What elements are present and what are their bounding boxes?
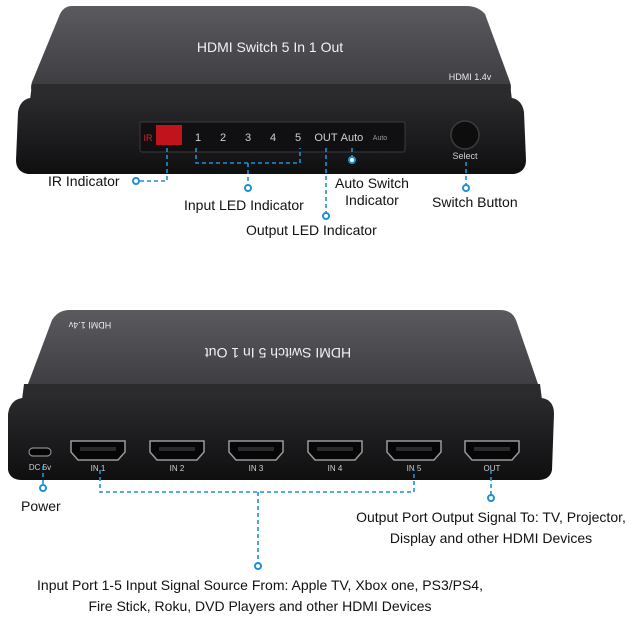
top-lid-version: HDMI 1.4v — [449, 72, 492, 82]
bottom-lid-title: HDMI Switch 5 In 1 Out — [205, 345, 351, 361]
out-mark: OUT — [314, 132, 338, 144]
hdmi-port-tongue — [238, 447, 274, 451]
input-port-line1: Input Port 1-5 Input Signal Source From:… — [37, 577, 483, 593]
bottom-lid — [27, 310, 539, 396]
ir-indicator-label: IR Indicator — [48, 173, 120, 189]
select-label: Select — [452, 151, 478, 161]
led-number-5: 5 — [295, 132, 301, 144]
leader-lines — [42, 148, 492, 564]
dc-port[interactable] — [28, 447, 52, 457]
indicator-panel — [139, 121, 406, 153]
hdmi-port-in2[interactable]: IN 2 — [149, 440, 205, 473]
select-button[interactable] — [450, 120, 480, 150]
input-port-line2: Fire Stick, Roku, DVD Players and other … — [88, 598, 432, 614]
input-led-indicator-label: Input LED Indicator — [184, 197, 304, 213]
input-port-label: Input Port 1-5 Input Signal Source From:… — [20, 575, 500, 617]
auto-switch-line2: Indicator — [345, 192, 399, 208]
led-number-2: 2 — [220, 132, 226, 144]
switch-button-dot — [462, 184, 470, 192]
hdmi-port-label: IN 1 — [91, 464, 106, 473]
hdmi-port-tongue — [159, 447, 195, 451]
hdmi-port-tongue — [80, 447, 116, 451]
hdmi-port-tongue — [474, 447, 510, 451]
power-label: Power — [21, 498, 61, 514]
bottom-lid-edge — [22, 384, 542, 400]
auto-switch-dot — [348, 156, 356, 164]
input-port-bracket — [99, 470, 415, 493]
ir-window — [156, 125, 182, 145]
hdmi-port-label: IN 2 — [170, 464, 185, 473]
output-port-label: Output Port Output Signal To: TV, Projec… — [345, 507, 637, 549]
auto-mark: Auto — [341, 132, 364, 144]
hdmi-port-in5[interactable]: IN 5 — [386, 440, 442, 473]
input-port-dot — [254, 562, 262, 570]
top-lid-edge — [30, 84, 512, 100]
ir-mark: IR — [144, 133, 154, 143]
output-port-dot — [487, 494, 495, 502]
hdmi-port-tongue — [396, 447, 432, 451]
top-device — [16, 6, 526, 174]
led-number-4: 4 — [270, 132, 276, 144]
hdmi-port-in1[interactable]: IN 1 — [70, 440, 126, 473]
hdmi-port-label: OUT — [484, 464, 501, 473]
auto-switch-indicator-label: Auto Switch Indicator — [324, 175, 420, 209]
switch-button-label: Switch Button — [432, 194, 518, 210]
ir-dot — [132, 177, 140, 185]
led-number-group: 1 2 3 4 5 — [195, 132, 301, 144]
hdmi-port-in4[interactable]: IN 4 — [307, 440, 363, 473]
ir-leader — [136, 148, 168, 182]
top-lid — [31, 6, 511, 96]
hdmi-port-in3[interactable]: IN 3 — [228, 440, 284, 473]
output-led-indicator-label: Output LED Indicator — [246, 222, 377, 238]
hdmi-port-label: IN 3 — [249, 464, 264, 473]
input-led-dot — [244, 184, 252, 192]
led-number-3: 3 — [245, 132, 251, 144]
bottom-lid-version: HDMI 1.4v — [68, 320, 111, 330]
bottom-device: IN 1 IN 2 IN 3 IN 4 IN 5 OUT — [8, 310, 554, 480]
leader-dots — [39, 156, 495, 570]
hdmi-port-label: IN 5 — [407, 464, 422, 473]
hdmi-port-label: IN 4 — [328, 464, 343, 473]
auto-small-mark: Auto — [373, 135, 388, 142]
output-port-line1: Output Port Output Signal To: TV, Projec… — [356, 509, 626, 525]
led-number-1: 1 — [195, 132, 201, 144]
output-led-dot — [322, 212, 330, 220]
top-lid-title: HDMI Switch 5 In 1 Out — [197, 39, 343, 55]
dc-label: DC 5v — [29, 463, 51, 472]
power-dot — [39, 484, 47, 492]
hdmi-port-out[interactable]: OUT — [464, 440, 520, 473]
auto-switch-line1: Auto Switch — [335, 175, 409, 191]
output-port-line2: Display and other HDMI Devices — [389, 530, 593, 546]
hdmi-port-tongue — [317, 447, 353, 451]
